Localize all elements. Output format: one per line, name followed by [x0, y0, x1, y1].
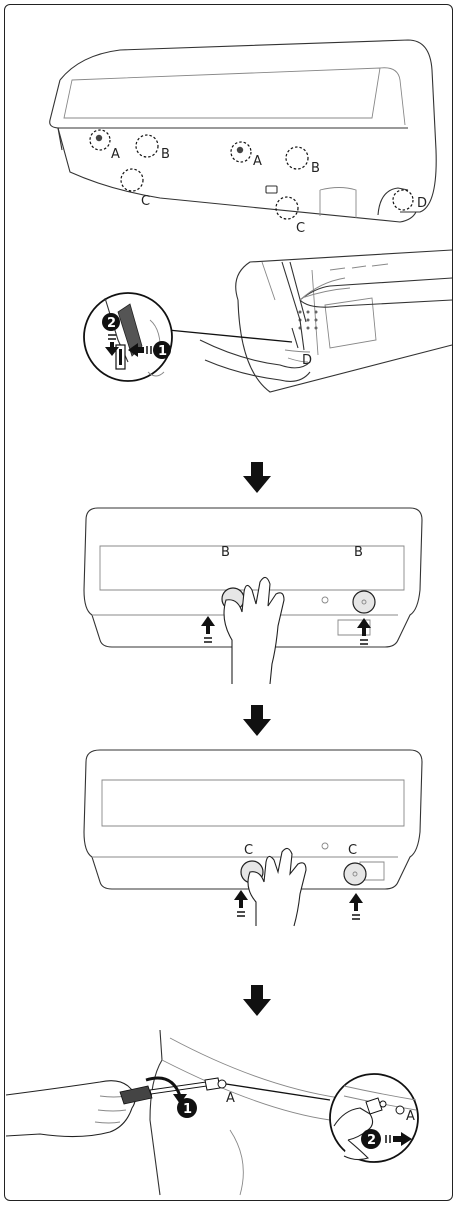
label-c1: C [141, 194, 150, 209]
marker-c2 [276, 197, 298, 219]
label-b-left: B [221, 545, 230, 560]
label-d: D [417, 196, 427, 211]
marker-b1 [136, 135, 158, 157]
number-badge-2: 2 [361, 1129, 381, 1149]
step-arrow-1 [243, 462, 271, 493]
hand-icon [248, 848, 306, 926]
label-a2: A [253, 154, 262, 169]
svg-text:2: 2 [367, 1133, 376, 1148]
marker-c1 [121, 169, 143, 191]
button-c-right [344, 863, 366, 885]
label-c-left: C [244, 843, 253, 858]
up-arrow-icon [234, 890, 248, 916]
step-4-push-c: C C [84, 750, 422, 926]
number-badge-1: 1 [177, 1098, 197, 1118]
svg-text:1: 1 [158, 344, 167, 359]
step-5-remove-screw: A 1 A 2 [6, 1030, 418, 1195]
up-arrow-icon [349, 893, 363, 919]
up-arrow-icon [201, 616, 215, 642]
label-a-left: A [226, 1091, 235, 1106]
svg-text:2: 2 [107, 316, 116, 331]
step-arrow-2 [243, 705, 271, 736]
label-b1: B [161, 147, 170, 162]
marker-b2 [286, 147, 308, 169]
label-a1: A [111, 147, 120, 162]
up-arrow-icon [357, 618, 371, 644]
step-arrow-3 [243, 985, 271, 1016]
step-3-push-b: B B [84, 508, 422, 684]
label-c-right: C [348, 843, 357, 858]
label-c2: C [296, 221, 305, 236]
hand-icon [6, 1081, 135, 1137]
step-1-unit-overview: A B A B C C D [50, 40, 436, 236]
label-d: D [302, 353, 312, 368]
label-b2: B [311, 161, 320, 176]
marker-d [393, 190, 413, 210]
number-badge-1: 1 [153, 341, 171, 359]
label-a-right: A [406, 1109, 415, 1124]
step-2-release-catch: D 1 2 [84, 250, 452, 392]
button-b-right [353, 591, 375, 613]
number-badge-2: 2 [102, 313, 120, 331]
label-b-right: B [354, 545, 363, 560]
svg-text:1: 1 [183, 1102, 192, 1117]
